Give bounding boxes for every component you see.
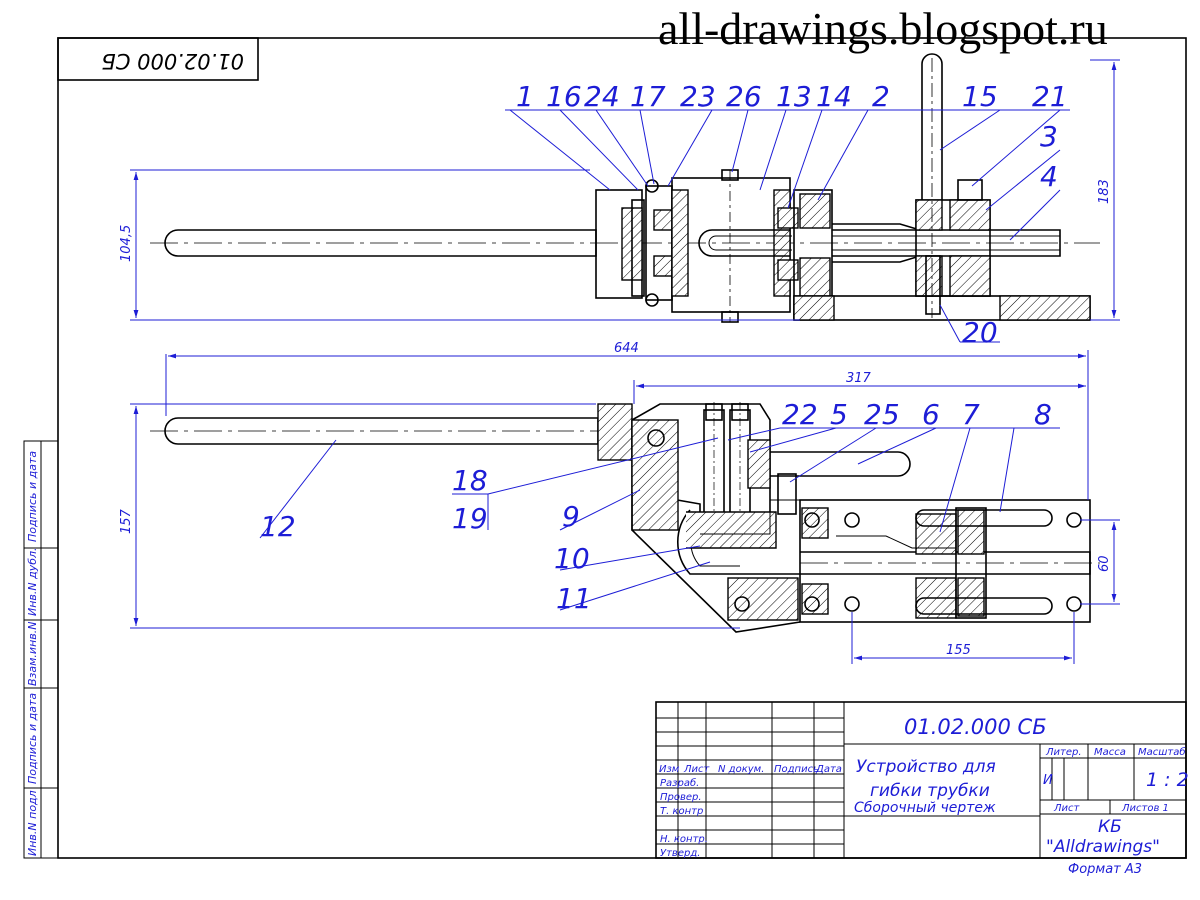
- liter-value: И: [1043, 773, 1053, 788]
- callout-10: 10: [554, 542, 590, 575]
- top-view: [150, 53, 1100, 323]
- format-label: Формат А3: [1068, 862, 1142, 877]
- side-stamp-field-5: Инв.N подл: [26, 790, 39, 856]
- masshtab-label: Масштаб: [1138, 746, 1186, 758]
- side-stamp: Подпись и дата Инв.N дубл. Взам.инв.N По…: [23, 440, 59, 859]
- liter-label: Литер.: [1045, 747, 1082, 758]
- org-line2: "Alldrawings": [1046, 837, 1160, 857]
- col-ndoc: N докум.: [718, 764, 764, 775]
- callout-6: 6: [922, 398, 940, 431]
- callout-26: 26: [726, 80, 762, 113]
- callout-15: 15: [962, 80, 998, 113]
- dim-183: 183: [1097, 179, 1112, 204]
- title-designation: 01.02.000 СБ: [904, 715, 1047, 739]
- watermark-text: all-drawings.blogspot.ru: [658, 3, 1108, 54]
- top-callouts: 1 16 24 17 23 26 13 14 2 15 21 3 4 20: [505, 80, 1070, 349]
- callout-5: 5: [830, 398, 848, 431]
- callout-1: 1: [516, 80, 534, 113]
- bottom-view: [150, 402, 1100, 633]
- callout-12: 12: [260, 510, 296, 543]
- row-razrab: Разраб.: [660, 777, 699, 789]
- callout-2: 2: [872, 80, 890, 113]
- callout-24: 24: [584, 80, 620, 113]
- col-podp: Подпись: [774, 764, 819, 775]
- callout-8: 8: [1034, 398, 1052, 431]
- side-stamp-field-3: Взам.инв.N: [26, 622, 39, 686]
- callout-19: 19: [452, 502, 488, 535]
- dim-104-5: 104,5: [119, 225, 134, 262]
- col-izm: Изм: [659, 764, 680, 775]
- bottom-callouts: 22 5 25 6 7 8 18 19 9 12 10 11: [259, 398, 1060, 615]
- dim-155: 155: [946, 643, 971, 658]
- callout-13: 13: [776, 80, 812, 113]
- sheets-label: Листов 1: [1121, 803, 1169, 814]
- callout-14: 14: [816, 80, 852, 113]
- bottom-view-dimensions: 644 317 157 60 155: [119, 341, 1120, 664]
- side-stamp-field-2: Инв.N дубл.: [26, 547, 39, 616]
- massa-label: Масса: [1094, 747, 1126, 758]
- callout-9: 9: [562, 500, 580, 533]
- sheet-label: Лист: [1053, 803, 1081, 814]
- callout-7: 7: [962, 398, 980, 431]
- side-stamp-field-1: Подпись и дата: [26, 451, 39, 542]
- callout-11: 11: [556, 582, 592, 615]
- callout-4: 4: [1040, 160, 1058, 193]
- title-block: 01.02.000 СБ Устройство для гибки трубки…: [655, 701, 1189, 877]
- row-prover: Провер.: [660, 792, 702, 803]
- callout-18: 18: [452, 464, 488, 497]
- callout-16: 16: [546, 80, 582, 113]
- callout-20: 20: [962, 316, 998, 349]
- title-name-line2: гибки трубки: [870, 781, 990, 801]
- top-handle-rod: [164, 229, 597, 257]
- col-list: Лист: [683, 764, 711, 775]
- org-line1: КБ: [1098, 817, 1122, 837]
- callout-22: 22: [782, 398, 818, 431]
- row-tkontr: Т. контр: [660, 806, 703, 817]
- top-view-dimensions: 104,5 183: [119, 59, 1120, 321]
- row-nkontr: Н. контр.: [660, 834, 708, 845]
- callout-17: 17: [630, 80, 666, 113]
- title-name-line1: Устройство для: [856, 757, 996, 777]
- side-stamp-field-4: Подпись и дата: [26, 693, 39, 784]
- scale-value: 1 : 2: [1146, 769, 1189, 791]
- dim-60: 60: [1097, 555, 1112, 572]
- title-doc-type: Сборочный чертеж: [854, 800, 996, 816]
- callout-25: 25: [864, 398, 900, 431]
- dim-317: 317: [846, 371, 872, 386]
- callout-3: 3: [1040, 120, 1058, 153]
- dim-157: 157: [119, 508, 134, 534]
- top-stamp-designation: 01.02.000 СБ: [101, 49, 244, 73]
- dim-644: 644: [614, 341, 639, 356]
- row-utverd: Утверд.: [660, 848, 700, 859]
- callout-21: 21: [1032, 80, 1068, 113]
- col-data: Дата: [815, 764, 842, 775]
- callout-23: 23: [680, 80, 716, 113]
